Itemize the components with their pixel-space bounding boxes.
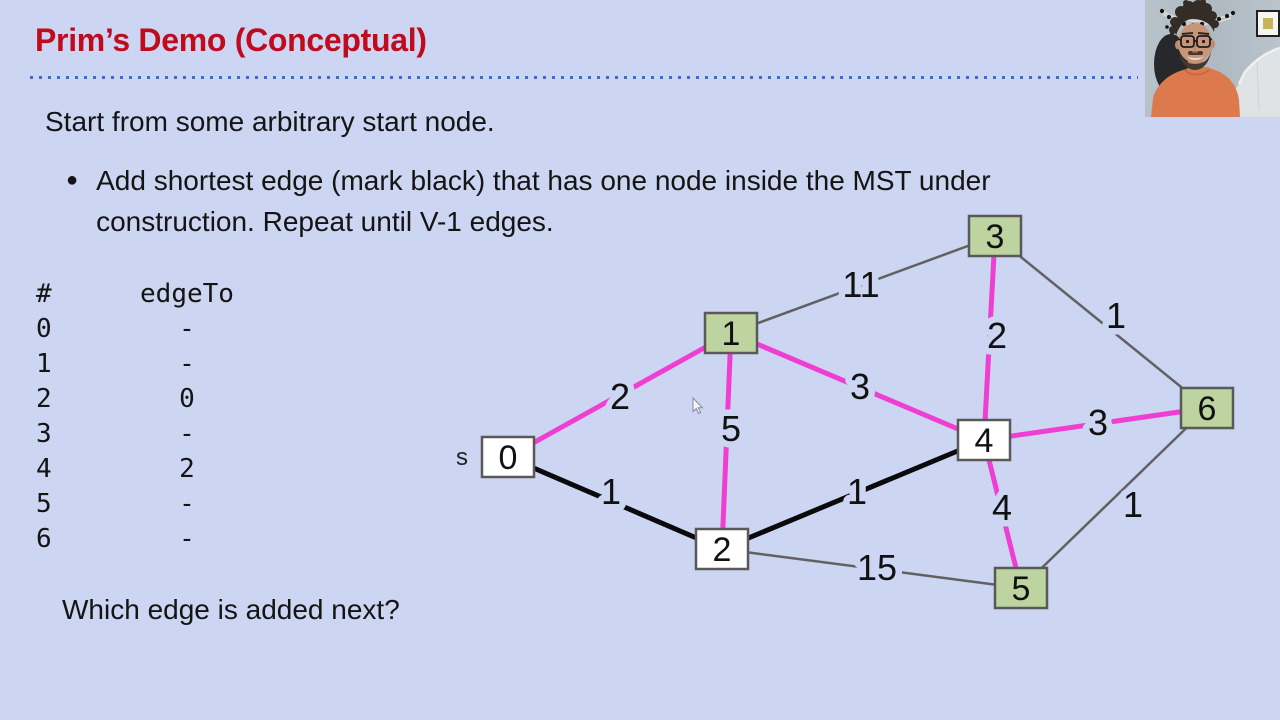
node-label-4: 4 xyxy=(975,422,994,460)
edgeto-header-id: # xyxy=(36,279,52,309)
edge-weight-2-4: 1 xyxy=(847,471,867,512)
edgeto-cell-id: 1 xyxy=(36,349,52,379)
edgeto-cell-value: - xyxy=(179,314,195,344)
intro-text: Start from some arbitrary start node. xyxy=(45,106,495,137)
edgeto-row-3: 3- xyxy=(36,417,195,452)
edgeto-cell-value: - xyxy=(179,524,195,554)
node-label-6: 6 xyxy=(1198,390,1217,428)
edge-3-4 xyxy=(981,235,998,441)
edgeto-cell-value: 2 xyxy=(179,454,195,484)
slide-title: Prim’s Demo (Conceptual) xyxy=(35,22,427,58)
webcam-overlay xyxy=(1145,0,1280,117)
edge-5-6 xyxy=(1020,407,1208,589)
edge-weight-2-5: 15 xyxy=(857,547,897,588)
edge-weight-4-6: 3 xyxy=(1088,402,1108,443)
edge-2-4 xyxy=(721,437,985,552)
start-node-s-label: s xyxy=(456,444,468,471)
edgeto-cell-id: 2 xyxy=(36,384,52,414)
edgeto-cell-id: 6 xyxy=(36,524,52,554)
edgeto-row-1: 1- xyxy=(36,347,195,382)
edgeto-row-6: 6- xyxy=(36,522,195,557)
node-3 xyxy=(967,214,1023,258)
edgeto-cell-id: 5 xyxy=(36,489,52,519)
edgeto-cell-id: 3 xyxy=(36,419,52,449)
node-6 xyxy=(1179,386,1235,430)
edge-2-5 xyxy=(721,547,1022,590)
edge-weight-3-6: 1 xyxy=(1106,295,1126,336)
question-text: Which edge is added next? xyxy=(62,594,400,625)
bullet-item: ● Add shortest edge (mark black) that ha… xyxy=(66,160,991,242)
bullet-text: Add shortest edge (mark black) that has … xyxy=(96,160,990,242)
title-divider xyxy=(30,76,1138,79)
node-2 xyxy=(694,527,750,571)
bullet-line-1: Add shortest edge (mark black) that has … xyxy=(96,165,991,196)
edgeto-row-5: 5- xyxy=(36,487,195,522)
bullet-icon: ● xyxy=(66,169,79,191)
webcam-video-frame xyxy=(1145,0,1280,117)
node-1 xyxy=(703,311,759,355)
edge-weight-1-2: 5 xyxy=(721,408,741,449)
edge-weight-1-4: 3 xyxy=(850,366,870,407)
edge-4-6 xyxy=(983,405,1208,443)
edge-1-3 xyxy=(730,234,996,335)
webcam-picture-frame xyxy=(1256,10,1280,37)
node-label-2: 2 xyxy=(713,531,732,569)
node-5 xyxy=(993,566,1049,610)
edge-1-4 xyxy=(730,330,985,443)
node-label-0: 0 xyxy=(499,439,518,477)
edgeto-cell-value: - xyxy=(179,489,195,519)
edge-weight-4-5: 4 xyxy=(992,487,1012,528)
edge-weight-0-2: 1 xyxy=(601,471,621,512)
node-label-5: 5 xyxy=(1012,570,1031,608)
edge-0-2 xyxy=(507,454,723,552)
bullet-line-2: construction. Repeat until V-1 edges. xyxy=(96,206,554,237)
edge-0-1 xyxy=(506,330,733,460)
edge-weight-3-4: 2 xyxy=(987,315,1007,356)
edgeto-cell-value: - xyxy=(179,349,195,379)
edge-4-5 xyxy=(981,439,1024,589)
node-label-3: 3 xyxy=(986,218,1005,256)
edge-weight-5-6: 1 xyxy=(1123,484,1143,525)
node-0 xyxy=(480,435,536,479)
edgeto-row-0: 0- xyxy=(36,312,195,347)
webcam-presenter xyxy=(1151,0,1240,117)
webcam-bed xyxy=(1197,46,1280,117)
edgeto-cell-value: 0 xyxy=(179,384,195,414)
node-4 xyxy=(956,418,1012,462)
edge-weight-0-1: 2 xyxy=(610,376,630,417)
mouse-cursor xyxy=(692,396,704,415)
edgeto-cell-value: - xyxy=(179,419,195,449)
edgeto-header-row: # edgeTo xyxy=(36,277,234,312)
edgeto-header-val: edgeTo xyxy=(140,279,234,309)
edge-weight-1-3: 11 xyxy=(842,264,879,305)
edge-1-2 xyxy=(719,332,734,550)
node-label-1: 1 xyxy=(722,315,741,353)
edgeto-cell-id: 4 xyxy=(36,454,52,484)
edgeto-cell-id: 0 xyxy=(36,314,52,344)
edge-3-6 xyxy=(994,235,1208,409)
